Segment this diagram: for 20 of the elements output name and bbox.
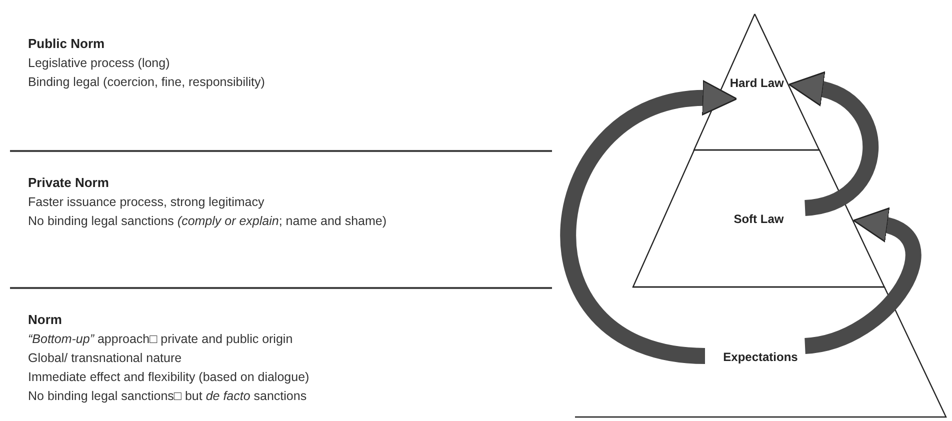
pyramid-tier — [575, 287, 946, 417]
description-text: Faster issuance process, strong legitimacy — [28, 194, 266, 211]
curved-arrow — [804, 208, 922, 354]
tier-label: Expectations — [722, 349, 799, 366]
section-heading: Private Norm — [28, 174, 110, 192]
curved-arrow — [789, 72, 878, 216]
section-heading: Public Norm — [28, 35, 106, 53]
section-heading: Norm — [28, 311, 63, 329]
description-text: Legislative process (long) — [28, 55, 171, 72]
tier-label: Soft Law — [732, 211, 785, 228]
tier-label: Hard Law — [728, 75, 785, 92]
curved-arrow — [560, 81, 738, 364]
description-text: “Bottom-up” approach□ private and public origin — [28, 331, 294, 348]
pyramid-tier — [694, 14, 820, 150]
pyramid-tier — [633, 150, 884, 287]
description-text: No binding legal sanctions (comply or explain; name and shame) — [28, 213, 387, 230]
description-text: Global/ transnational nature — [28, 350, 183, 367]
description-text: Immediate effect and flexibility (based on dialogue) — [28, 369, 310, 386]
description-text: Binding legal (coercion, fine, responsibility) — [28, 74, 265, 91]
description-text: No binding legal sanctions□ but de facto sanctions — [28, 388, 308, 405]
